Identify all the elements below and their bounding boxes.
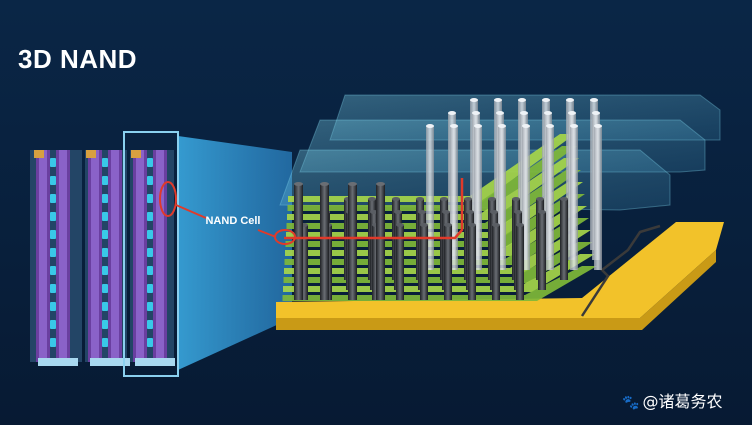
cell-dot bbox=[51, 176, 56, 185]
cell-dot bbox=[51, 302, 56, 311]
cell-dot bbox=[103, 320, 108, 329]
cell-dot bbox=[148, 320, 153, 329]
channel-pillar bbox=[450, 124, 458, 270]
cell-dot bbox=[51, 230, 56, 239]
pointer-line-left bbox=[175, 204, 207, 219]
string-base bbox=[135, 358, 175, 366]
string-column bbox=[51, 150, 70, 362]
channel-pillar bbox=[546, 124, 554, 270]
word-line bbox=[283, 242, 593, 283]
front-pillar bbox=[376, 182, 385, 300]
channel-pillar bbox=[426, 124, 434, 270]
string-cap bbox=[34, 150, 44, 158]
string-base bbox=[90, 358, 130, 366]
cell-dot bbox=[148, 248, 153, 257]
cell-dot bbox=[103, 230, 108, 239]
word-line bbox=[285, 194, 585, 247]
cell-dot bbox=[51, 212, 56, 221]
channel-pillar bbox=[498, 124, 506, 270]
substrate-crack bbox=[580, 224, 661, 317]
cell-dot bbox=[51, 248, 56, 257]
word-line bbox=[284, 218, 589, 265]
paw-icon: 🐾 bbox=[622, 395, 640, 411]
nand-3d-block bbox=[274, 94, 724, 330]
front-pillar bbox=[294, 182, 303, 300]
cell-dot bbox=[103, 338, 108, 347]
word-line bbox=[284, 230, 591, 274]
cell-dot bbox=[103, 194, 108, 203]
channel-pillar bbox=[492, 223, 500, 300]
cell-dot bbox=[103, 212, 108, 221]
cell-dot bbox=[148, 176, 153, 185]
channel-pillar bbox=[474, 124, 482, 270]
cell-highlight-left bbox=[159, 181, 177, 217]
cell-dot bbox=[103, 176, 108, 185]
cell-dot bbox=[148, 212, 153, 221]
cell-dot bbox=[148, 302, 153, 311]
string-cap bbox=[131, 150, 141, 158]
channel-pillar bbox=[444, 223, 452, 300]
vertical-channels bbox=[294, 98, 602, 300]
cross-section bbox=[30, 150, 175, 366]
nand-cell-label: NAND Cell bbox=[205, 215, 261, 227]
channel-pillar bbox=[396, 223, 404, 300]
word-line bbox=[283, 254, 595, 292]
cell-dot bbox=[148, 266, 153, 275]
zoom-funnel bbox=[178, 136, 292, 370]
highlight-row bbox=[284, 178, 464, 240]
word-line bbox=[286, 170, 581, 229]
channel-pillar bbox=[420, 223, 428, 300]
cell-dot bbox=[103, 266, 108, 275]
cell-dot bbox=[51, 194, 56, 203]
string-column bbox=[103, 150, 122, 362]
cell-dot bbox=[51, 338, 56, 347]
cell-dot bbox=[103, 284, 108, 293]
cell-dot bbox=[148, 194, 153, 203]
channel-pillar bbox=[594, 124, 602, 270]
channel-pillar bbox=[468, 223, 476, 300]
string-base bbox=[38, 358, 78, 366]
substrate bbox=[276, 222, 724, 318]
pointer-line-right bbox=[257, 229, 277, 238]
string-cap bbox=[86, 150, 96, 158]
channel-pillar bbox=[538, 210, 546, 290]
watermark: 🐾@诸葛务农 bbox=[622, 388, 722, 412]
cell-dot bbox=[51, 158, 56, 167]
cell-dot bbox=[148, 284, 153, 293]
front-pillar bbox=[348, 182, 357, 300]
front-pillar bbox=[320, 182, 329, 300]
channel-pillar bbox=[560, 197, 568, 280]
cell-dot bbox=[148, 158, 153, 167]
cell-dot bbox=[148, 338, 153, 347]
cell-dot bbox=[103, 158, 108, 167]
word-line bbox=[282, 266, 597, 301]
diagram-title: 3D NAND bbox=[18, 44, 138, 74]
string-highlight-box bbox=[123, 131, 179, 377]
watermark-text: @诸葛务农 bbox=[642, 392, 723, 411]
channel-pillar bbox=[570, 124, 578, 270]
cell-dot bbox=[51, 266, 56, 275]
cell-dot bbox=[51, 320, 56, 329]
channel-pillar bbox=[522, 124, 530, 270]
word-line bbox=[285, 206, 587, 256]
cell-dot bbox=[148, 230, 153, 239]
cell-dot bbox=[51, 284, 56, 293]
string-column bbox=[148, 150, 167, 362]
cell-dot bbox=[103, 248, 108, 257]
word-line bbox=[286, 182, 583, 238]
channel-pillar bbox=[516, 223, 524, 300]
cell-dot bbox=[103, 302, 108, 311]
